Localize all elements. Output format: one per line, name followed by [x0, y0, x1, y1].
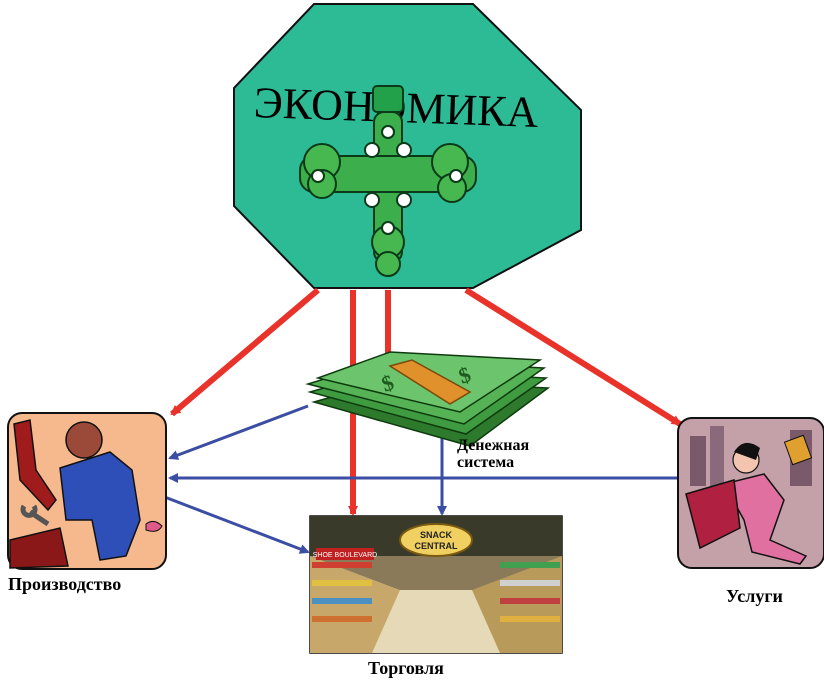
- cash-stack-icon: $ $: [305, 351, 551, 447]
- label-trade: Торговля: [368, 658, 444, 678]
- running-courier-icon: [677, 417, 824, 569]
- store-sign-snack: SNACK: [420, 530, 453, 540]
- arrow-money-to-production: [168, 404, 309, 460]
- label-production: Производство: [8, 574, 122, 594]
- label-money-line1: Денежная: [457, 437, 530, 454]
- label-money-line2: система: [457, 454, 515, 471]
- store-sign-shoe: SHOE BOULEVARD: [313, 552, 377, 559]
- label-money-system: Денежная система: [457, 437, 529, 471]
- celtic-knot-cross-icon: [299, 85, 477, 277]
- worker-with-wrench-icon: [7, 412, 167, 570]
- arrow-economy-to-production: [170, 287, 320, 417]
- arrow-production-to-trade: [161, 494, 310, 554]
- store-aisle-photo: SHOE BOULEVARD SNACK CENTRAL: [309, 515, 563, 654]
- store-sign-central: CENTRAL: [415, 541, 458, 551]
- arrow-economy-to-services: [464, 287, 682, 427]
- label-services: Услуги: [726, 586, 783, 606]
